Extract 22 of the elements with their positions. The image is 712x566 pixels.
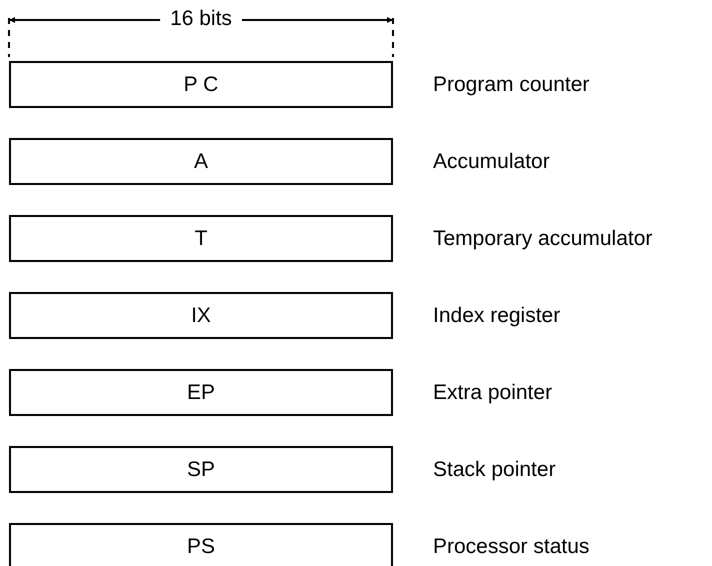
register-description: Extra pointer	[433, 380, 552, 406]
register-name: T	[194, 226, 208, 250]
dimension-label: 16 bits	[170, 7, 232, 31]
register-box	[9, 215, 393, 262]
register-name: PS	[186, 534, 215, 558]
register-name: IX	[191, 304, 211, 328]
register-box	[9, 292, 393, 339]
register-description: Temporary accumulator	[433, 226, 652, 252]
register-description: Index register	[433, 303, 560, 329]
register-box	[9, 446, 393, 493]
register-name: SP	[186, 458, 215, 482]
register-box	[9, 61, 393, 108]
register-description: Stack pointer	[433, 457, 556, 483]
register-box	[9, 138, 393, 185]
register-description: Accumulator	[433, 149, 550, 175]
register-description: Processor status	[433, 534, 590, 560]
register-name: P C	[184, 72, 218, 96]
register-box	[9, 369, 393, 416]
register-name: EP	[186, 380, 215, 404]
register-description: Program counter	[433, 72, 590, 98]
register-name: A	[194, 150, 208, 174]
register-box	[9, 523, 393, 566]
